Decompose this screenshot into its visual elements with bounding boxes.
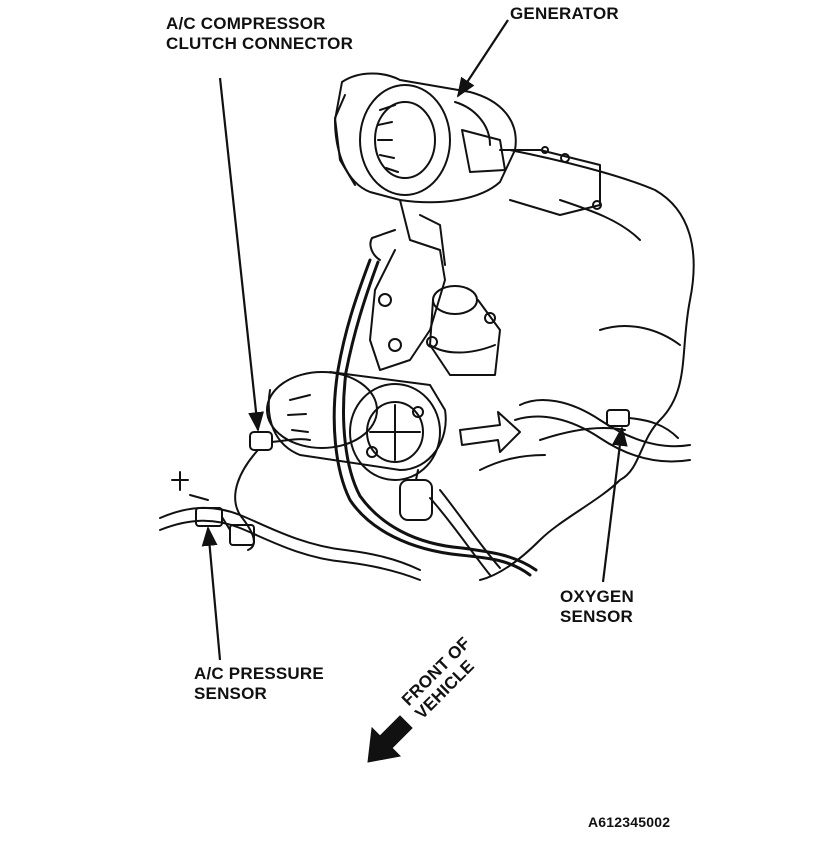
label-line: SENSOR: [194, 684, 267, 703]
harness-top: [369, 229, 396, 261]
label-line: OXYGEN: [560, 587, 634, 606]
label-line: CLUTCH CONNECTOR: [166, 34, 354, 53]
wiring-harness: [332, 258, 538, 577]
leader-generator: [456, 19, 509, 98]
label-oxygen-sensor: OXYGEN SENSOR: [560, 587, 634, 627]
figure-code: A612345002: [588, 812, 670, 832]
leader-oxygen-sensor: [601, 426, 628, 583]
label-line: SENSOR: [560, 607, 633, 626]
thermostat-housing: [426, 285, 501, 376]
oxygen-sensor: [606, 409, 679, 439]
leader-compressor-connector: [218, 77, 264, 432]
ac-compressor: [266, 371, 501, 576]
generator: [334, 72, 602, 371]
label-ac-pressure-sensor: A/C PRESSURE SENSOR: [194, 664, 324, 704]
clutch-connector-wire: [234, 431, 311, 551]
leader-pressure-sensor: [201, 526, 222, 661]
label-line: A/C COMPRESSOR: [166, 14, 326, 33]
label-line: A612345002: [588, 814, 671, 830]
label-generator: GENERATOR: [510, 4, 619, 24]
label-line: GENERATOR: [510, 4, 619, 23]
ac-pressure-sensor: [195, 507, 255, 546]
exhaust-pipe: [514, 399, 691, 463]
engine-block: [479, 149, 695, 581]
front-direction-arrow: [367, 715, 413, 763]
label-ac-compressor-clutch-connector: A/C COMPRESSOR CLUTCH CONNECTOR: [166, 14, 353, 54]
label-line: A/C PRESSURE: [194, 664, 324, 683]
block-arrow-detail: [459, 411, 521, 453]
